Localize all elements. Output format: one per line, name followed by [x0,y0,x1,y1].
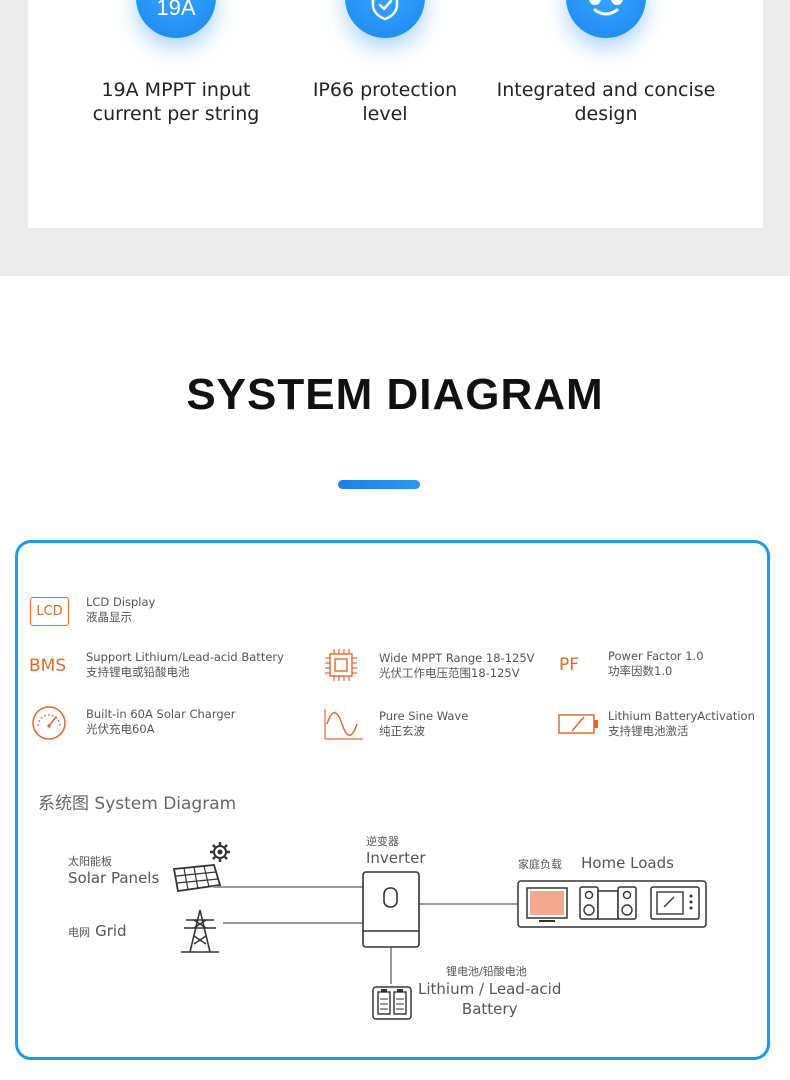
spec-activation-en: Lithium BatteryActivation [608,709,755,723]
grid-label-en: Grid [95,922,127,940]
battery-label-en-line2: Battery [461,1000,518,1018]
feature-label-line1: 19A MPPT input [101,79,251,101]
feature-label-line2: level [362,103,408,125]
spec-activation-zh: 支持锂电池激活 [608,724,689,738]
19a-icon-text: 19A [156,0,196,20]
feature-label-line1: IP66 protection [312,79,458,101]
system-diagram-title: 系统图 System Diagram [38,794,237,814]
spec-activation: Lithium BatteryActivation 支持锂电池激活 [608,709,755,739]
gauge-icon [30,704,68,746]
inverter-icon [362,871,420,953]
inverter-label-en: Inverter [366,849,426,867]
section-title: SYSTEM DIAGRAM [186,370,604,419]
grid-label-zh: 电网 [68,926,90,939]
spec-charger: Built-in 60A Solar Charger 光伏充电60A [86,707,235,737]
19a-current-icon: 19A [136,0,216,38]
smiley-icon [566,0,646,38]
battery-connector [390,946,392,984]
spec-pf: Power Factor 1.0 功率因数1.0 [608,649,704,679]
solar-panel-icon [168,841,234,899]
battery-label-zh: 锂电池/铅酸电池 [446,965,527,978]
battery-activation-icon [558,713,600,739]
features-card: 19A 19A MPPT input current per string IP… [28,0,763,228]
feature-label-line1: Integrated and concise [496,79,716,101]
battery-icon [372,984,412,1024]
loads-label: 家庭负载 Home Loads [518,853,674,872]
spec-bms-zh: 支持锂电或铅酸电池 [86,665,190,679]
spec-lcd: LCD Display 液晶显示 [86,595,155,625]
spec-mppt: Wide MPPT Range 18-125V 光伏工作电压范围18-125V [379,651,535,681]
spec-pf-en: Power Factor 1.0 [608,649,704,663]
pf-icon: PF [559,655,580,675]
spec-sine-zh: 纯正玄波 [379,724,425,738]
grid-label: 电网 Grid [68,921,127,940]
features-band: 19A 19A MPPT input current per string IP… [0,0,790,276]
power-tower-icon [178,908,222,958]
solar-label-en: Solar Panels [68,869,160,887]
battery-label-en-line1: Lithium / Lead-acid [418,980,562,998]
system-diagram-frame: LCD LCD Display 液晶显示 BMS Support Lithium… [15,540,770,1060]
spec-sine-en: Pure Sine Wave [379,709,469,723]
chip-icon [324,648,358,686]
solar-label-zh: 太阳能板 [68,855,112,868]
feature-label: IP66 protection level [275,78,495,126]
feature-label-line2: design [574,103,638,125]
bms-icon: BMS [29,656,67,676]
spec-charger-en: Built-in 60A Solar Charger [86,707,236,721]
spec-mppt-zh: 光伏工作电压范围18-125V [379,666,520,680]
battery-label: 锂电池/铅酸电池 Lithium / Lead-acid Battery [418,963,561,1019]
inverter-label: 逆变器 Inverter [366,833,425,867]
grid-connector [223,922,363,924]
lcd-icon-text: LCD [36,604,63,619]
shield-icon [345,0,425,38]
spec-mppt-en: Wide MPPT Range 18-125V [379,651,535,665]
spec-charger-zh: 光伏充电60A [86,722,155,736]
spec-pf-zh: 功率因数1.0 [608,664,673,678]
spec-sine: Pure Sine Wave 纯正玄波 [379,709,468,739]
loads-connector [419,903,517,905]
spec-bms: Support Lithium/Lead-acid Battery 支持锂电或铅… [86,650,284,680]
solar-connector [213,886,363,888]
title-underline [338,480,420,489]
feature-label-line2: current per string [92,103,260,125]
lcd-icon: LCD [30,597,69,626]
loads-label-zh: 家庭负载 [518,858,562,871]
feature-label: Integrated and concise design [496,78,716,126]
inverter-label-zh: 逆变器 [366,835,399,848]
home-loads-icon [517,879,709,933]
spec-lcd-zh: 液晶显示 [86,610,132,624]
spec-bms-en: Support Lithium/Lead-acid Battery [86,650,284,664]
solar-label: 太阳能板 Solar Panels [68,853,159,887]
feature-label: 19A MPPT input current per string [66,78,286,126]
loads-label-en: Home Loads [581,854,674,872]
spec-lcd-en: LCD Display [86,595,156,609]
sine-wave-icon [323,707,365,745]
